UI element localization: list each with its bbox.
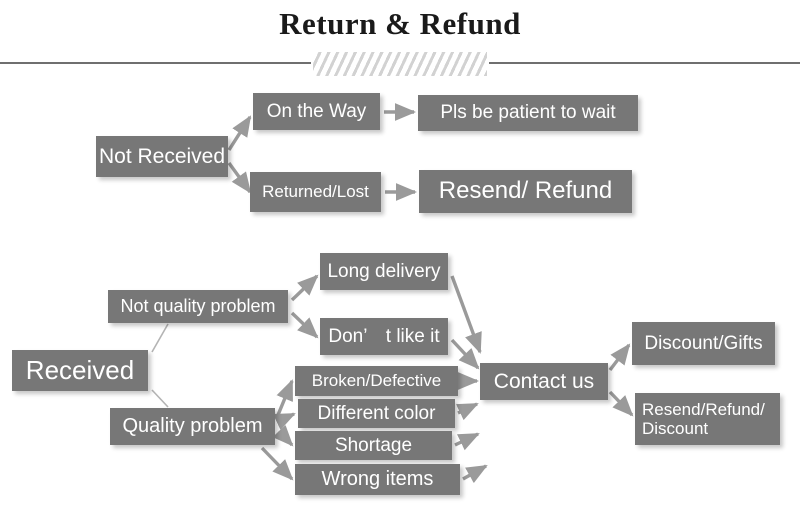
page-title: Return & Refund (279, 6, 521, 41)
flow-node-shortage: Shortage (295, 431, 452, 460)
flow-node-resend-refund-discount: Resend/Refund/ Discount (635, 393, 780, 445)
flow-node-broken-defective: Broken/Defective (295, 366, 458, 396)
flow-node-on-the-way: On the Way (253, 93, 380, 130)
flow-node-contact-us: Contact us (480, 363, 608, 400)
flow-node-resend-refund: Resend/ Refund (419, 170, 632, 213)
flow-node-different-color: Different color (298, 399, 455, 428)
flow-node-long-delivery: Long delivery (320, 253, 448, 290)
edge-not-received-to-returned-lost (227, 162, 252, 194)
flow-node-wrong-items: Wrong items (295, 464, 460, 495)
edge-received-to-quality-problem (151, 389, 169, 408)
edge-quality-to-different-color (273, 412, 296, 431)
flow-node-discount-gifts: Discount/Gifts (632, 322, 775, 365)
edge-received-to-not-quality-problem (151, 323, 169, 353)
divider-line-right (489, 62, 800, 64)
edge-not-quality-to-long-delivery (290, 274, 319, 302)
flow-node-returned-lost: Returned/Lost (250, 172, 381, 212)
edge-contact-us-to-discount-gifts (608, 343, 631, 372)
edge-different-color-to-contact-us (456, 402, 479, 421)
edge-quality-to-wrong-items (260, 446, 294, 481)
edge-dont-like-it-to-contact-us (450, 338, 480, 370)
flow-node-pls-be-patient: Pls be patient to wait (418, 95, 638, 131)
flow-node-quality-problem: Quality problem (110, 408, 275, 445)
decorative-divider (0, 52, 800, 76)
flow-node-dont-like-it: Don’ t like it (320, 318, 448, 355)
edge-quality-to-shortage (272, 425, 294, 447)
hatched-divider-icon (313, 52, 487, 76)
edge-not-received-to-on-the-way (227, 115, 252, 151)
edge-shortage-to-contact-us (454, 432, 480, 451)
flow-node-received: Received (12, 350, 148, 391)
edge-not-quality-to-dont-like-it (290, 311, 319, 339)
flow-node-not-quality-problem: Not quality problem (108, 290, 288, 323)
edge-contact-us-to-resend-refund-discount (608, 390, 634, 417)
edge-long-delivery-to-contact-us (450, 275, 482, 354)
edge-wrong-items-to-contact-us (462, 464, 488, 484)
edge-quality-to-broken-defective (276, 379, 294, 416)
flow-node-not-received: Not Received (96, 136, 228, 177)
divider-line-left (0, 62, 311, 64)
